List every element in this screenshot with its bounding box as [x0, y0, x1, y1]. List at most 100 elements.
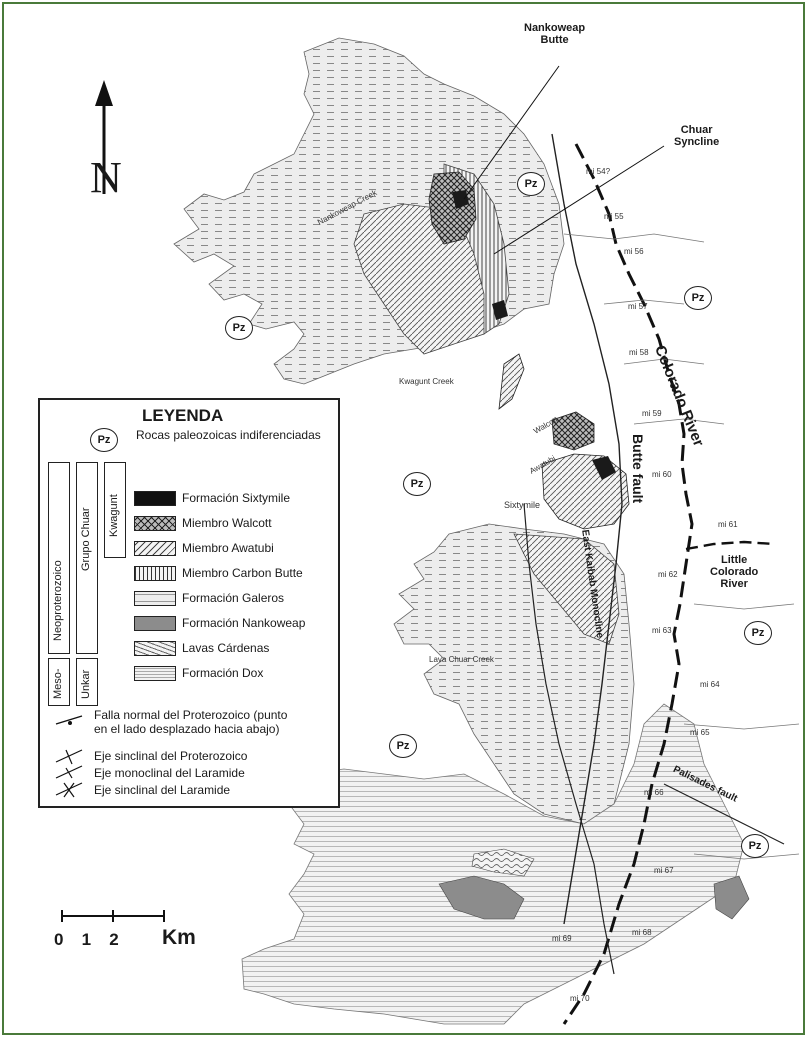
symbol-text: en el lado desplazado hacia abajo) [94, 722, 280, 736]
group-label-kwagunt: Kwagunt [108, 494, 120, 537]
group-box-neo: Neoproterozoico [48, 462, 70, 654]
river-mile-label: mi 67 [654, 866, 674, 875]
east-kaibab-monocline-line [523, 503, 615, 975]
group-label-neo: Neoproterozoico [52, 560, 64, 641]
nankoweap-band-2 [713, 875, 750, 920]
awatubi-butte [541, 453, 630, 530]
legend-unit-sixtymile: Formación Sixtymile [134, 490, 290, 506]
symbol-laramide-syncline [55, 782, 83, 798]
nankoweap-butte-leader [463, 65, 560, 200]
symbol-label-proterozoic-syncline: Eje sinclinal del Proterozoico [94, 749, 248, 763]
legend-unit-carbon-butte: Miembro Carbon Butte [134, 565, 303, 581]
awatubi-south [513, 533, 620, 645]
butte-fault-line [551, 133, 623, 925]
nankoweap-band-1 [438, 875, 525, 920]
symbol-label-normal-fault: Falla normal del Proterozoico (punto en … [94, 708, 287, 736]
creek-4 [633, 418, 725, 425]
sixtymile-patch-2 [492, 300, 508, 320]
awatubi-sliver [498, 353, 525, 410]
pz-marker: Pz [517, 172, 545, 196]
symbol-normal-fault [55, 715, 83, 725]
river-mile-label: mi 64 [700, 680, 720, 689]
group-label-unkar: Unkar [80, 669, 92, 699]
north-arrow [95, 80, 113, 194]
river-mile-label: mi 54? [586, 167, 611, 176]
little-colorado-river-path [685, 540, 775, 551]
river-mile-label: mi 66 [644, 788, 664, 797]
creek-1 [563, 233, 705, 243]
legend-unit-label: Formación Sixtymile [182, 491, 291, 505]
river-mile-label: mi 56 [624, 247, 644, 256]
legend-pz-marker: Pz [90, 428, 118, 452]
swatch-vertical [134, 565, 176, 581]
river-mile-label: mi 55 [604, 212, 624, 221]
group-box-kwagunt: Kwagunt [104, 462, 126, 558]
group-box-meso: Meso- [48, 658, 70, 706]
legend-title: LEYENDA [142, 406, 224, 425]
swatch-gray [134, 615, 176, 631]
chuar-syncline-leader [493, 145, 665, 255]
walcott-butte [551, 411, 595, 451]
legend-unit-label: Miembro Awatubi [182, 541, 274, 555]
river-mile-label: mi 57 [628, 302, 648, 311]
north-letter: N [90, 153, 122, 202]
pz-marker: Pz [744, 621, 772, 645]
legend-unit-label: Lavas Cárdenas [182, 641, 270, 655]
creek-5 [693, 603, 795, 610]
legend-unit-nankoweap: Formación Nankoweap [134, 615, 305, 631]
swatch-diagonal [134, 540, 176, 556]
label-little-colorado: Little Colorado River [710, 554, 759, 590]
label-chuar-syncline: Chuar Syncline [674, 124, 720, 148]
legend-unit-cardenas: Lavas Cárdenas [134, 640, 269, 656]
scale-bar [61, 910, 165, 922]
river-mile-label: mi 63 [652, 626, 672, 635]
label-lava-chuar-creek: Lava Chuar Creek [429, 655, 494, 664]
symbol-label-laramide-monocline: Eje monoclinal del Laramide [94, 766, 245, 780]
symbol-text: Falla normal del Proterozoico (punto [94, 708, 288, 722]
group-box-unkar: Unkar [76, 658, 98, 706]
scale-ticks: 0 1 2 [54, 930, 120, 949]
legend-unit-galeros: Formación Galeros [134, 590, 284, 606]
scale-unit: Km [162, 926, 196, 949]
swatch-solid-black [134, 490, 176, 506]
label-butte-fault: Butte fault [630, 434, 646, 504]
label-sixtymile: Sixtymile [504, 500, 541, 510]
swatch-wavy [134, 640, 176, 656]
pz-marker: Pz [741, 834, 769, 858]
geologic-map [61, 37, 800, 1025]
pz-marker: Pz [403, 472, 431, 496]
cardenas-strip [471, 848, 535, 877]
label-kwagunt-creek: Kwagunt Creek [399, 377, 454, 386]
label-nankoweap-butte: Nankoweap Butte [524, 22, 586, 46]
group-label-chuar: Grupo Chuar [80, 507, 92, 571]
river-mile-label: mi 60 [652, 470, 672, 479]
symbol-proterozoic-syncline [55, 749, 83, 765]
pz-marker: Pz [389, 734, 417, 758]
river-mile-label: mi 70 [570, 994, 590, 1003]
legend-unit-label: Formación Galeros [182, 591, 285, 605]
creek-3 [623, 358, 705, 365]
sixtymile-patch-1 [452, 190, 469, 209]
swatch-horizontal [134, 665, 176, 681]
legend-pz-label: Rocas paleozoicas indiferenciadas [136, 428, 321, 442]
colorado-river-path [562, 143, 694, 1025]
legend-unit-label: Formación Nankoweap [182, 616, 306, 630]
river-mile-label: mi 58 [629, 348, 649, 357]
group-box-chuar: Grupo Chuar [76, 462, 98, 654]
legend-unit-awatubi: Miembro Awatubi [134, 540, 274, 556]
swatch-dash [134, 590, 176, 606]
group-label-meso: Meso- [52, 668, 64, 699]
river-mile-label: mi 59 [642, 409, 662, 418]
pz-marker: Pz [684, 286, 712, 310]
creek-7 [693, 853, 800, 860]
river-mile-label: mi 61 [718, 520, 738, 529]
swatch-crosshatch [134, 515, 176, 531]
legend-unit-dox: Formación Dox [134, 665, 263, 681]
legend-unit-label: Formación Dox [182, 666, 264, 680]
walcott-nankoweap [428, 171, 477, 245]
river-mile-label: mi 69 [552, 934, 572, 943]
legend-unit-label: Miembro Walcott [182, 516, 272, 530]
symbol-laramide-monocline [55, 765, 83, 779]
river-mile-label: mi 68 [632, 928, 652, 937]
